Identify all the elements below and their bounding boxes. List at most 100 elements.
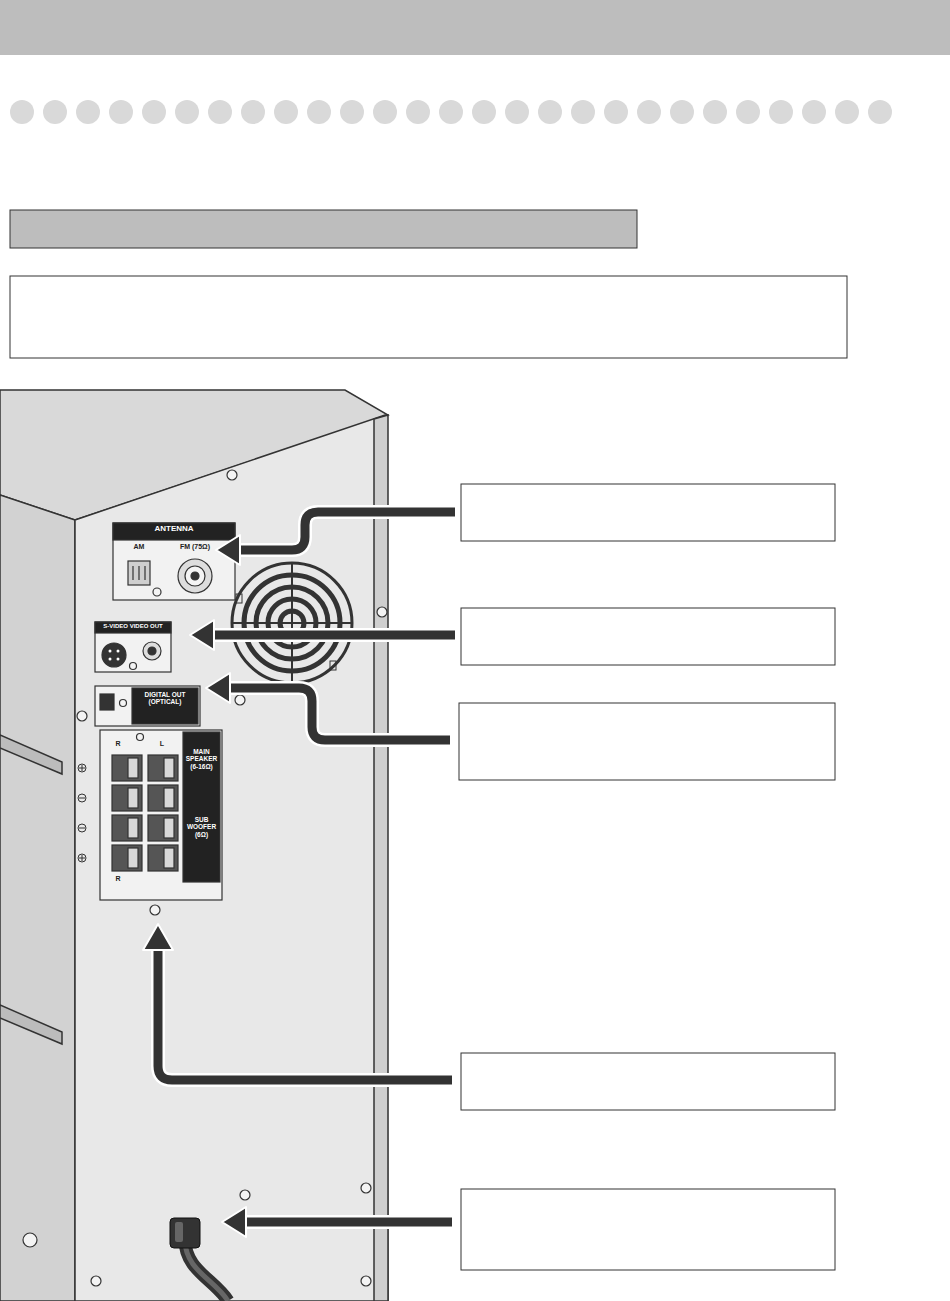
screw (77, 711, 87, 721)
antenna-panel (153, 588, 161, 596)
device-label: ANTENNA (113, 524, 235, 533)
leader-arrow (158, 512, 455, 1222)
leader-arrow (143, 535, 246, 1237)
antenna-panel (178, 559, 212, 593)
callout-box (461, 1189, 835, 1270)
power-cord (170, 1218, 228, 1301)
speaker-terminal-panel (164, 788, 174, 808)
dot-row (604, 100, 628, 124)
polarity-symbol (78, 764, 86, 772)
leader-arrow (222, 1207, 246, 1237)
power-cord (185, 1240, 228, 1301)
cooling-fan (232, 563, 352, 683)
power-cord (185, 1240, 228, 1301)
callout-box (461, 1053, 835, 1110)
housing (0, 735, 62, 774)
dot-row (868, 100, 892, 124)
section-bar (10, 210, 637, 248)
device-label: S-VIDEO VIDEO OUT (95, 623, 171, 630)
video-panel (130, 663, 137, 670)
speaker-terminal-panel (128, 848, 138, 868)
leader-arrow (244, 1218, 452, 1227)
leader-arrow (190, 620, 214, 650)
dot-row (76, 100, 100, 124)
screw (150, 905, 160, 915)
antenna-panel (113, 523, 235, 600)
dot-row (142, 100, 166, 124)
antenna-panel (144, 566, 145, 580)
callout-box (459, 703, 835, 780)
device-label: DIGITAL OUT (OPTICAL) (132, 691, 198, 706)
speaker-terminal-panel (128, 758, 174, 868)
callout-box (461, 484, 835, 541)
polarity-symbol (79, 798, 85, 799)
speaker-terminal-panel (137, 734, 144, 741)
leader-arrow (238, 512, 455, 550)
cooling-fan (330, 661, 336, 670)
screw (361, 1276, 371, 1286)
speaker-terminal-panel (148, 755, 178, 781)
speaker-terminal-panel (112, 755, 178, 871)
speaker-terminal-panel (148, 785, 178, 811)
dot-row (10, 100, 34, 124)
video-panel (95, 622, 171, 672)
dot-row (241, 100, 265, 124)
leader-arrow (212, 631, 455, 640)
leader-arrow (228, 688, 450, 740)
leader-arrow (216, 535, 240, 565)
dot-row (538, 100, 562, 124)
dot-row (307, 100, 331, 124)
dot-row (208, 100, 232, 124)
polarity-symbol (78, 854, 86, 862)
power-cord (170, 1218, 200, 1248)
note-box (10, 276, 847, 358)
polarity-symbol (82, 765, 83, 771)
leader-arrow (143, 512, 455, 1237)
dot-row (670, 100, 694, 124)
callout-box (461, 608, 835, 665)
antenna-panel (128, 561, 150, 585)
video-panel (117, 658, 120, 661)
speaker-terminal-panel (164, 848, 174, 868)
polarity-symbol (78, 764, 86, 862)
dot-row (274, 100, 298, 124)
speaker-terminal-panel (183, 732, 220, 882)
antenna-panel (185, 566, 205, 586)
dot-row (736, 100, 760, 124)
housing (374, 415, 388, 1301)
video-panel (117, 650, 120, 653)
antenna-panel (113, 523, 235, 600)
speaker-terminal-panel (112, 785, 142, 811)
dot-row (109, 100, 133, 124)
device-label: FM (75Ω) (166, 543, 224, 551)
leader-arrow (158, 512, 455, 1222)
cooling-fan (236, 594, 242, 603)
dot-row (340, 100, 364, 124)
polarity-symbol (79, 828, 85, 829)
speaker-terminal-panel (112, 845, 142, 871)
video-panel (109, 650, 112, 653)
video-panel (148, 647, 156, 655)
antenna-panel (132, 566, 133, 580)
leader-arrow (238, 512, 455, 550)
device-label: R (110, 740, 126, 748)
header-bar (0, 0, 950, 55)
housing (0, 1005, 62, 1044)
note-box (10, 276, 847, 358)
speaker-terminal-panel (128, 758, 138, 778)
device-label: AM (122, 543, 156, 551)
device-label: L (154, 740, 170, 748)
header-bar (0, 0, 950, 55)
leader-arrow (206, 673, 230, 703)
cooling-fan (232, 622, 352, 624)
housing (75, 415, 388, 1301)
dot-row (505, 100, 529, 124)
polarity-symbol (82, 855, 83, 861)
polarity-symbol (78, 794, 86, 802)
screw (235, 695, 245, 705)
dot-row (10, 100, 892, 124)
speaker-terminal-panel (164, 818, 174, 838)
antenna-panel (138, 566, 139, 580)
cooling-fan (232, 563, 352, 683)
